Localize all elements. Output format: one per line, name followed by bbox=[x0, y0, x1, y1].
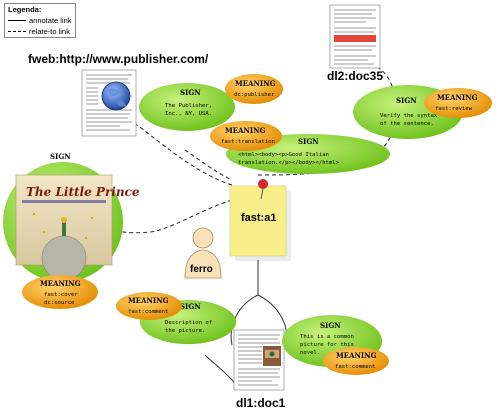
sign-label: SIGN bbox=[298, 137, 319, 146]
link-note-to-doc35 bbox=[257, 61, 397, 176]
pushpin-icon bbox=[258, 179, 268, 189]
annotation-note bbox=[229, 179, 291, 261]
legend-annotate-row: annotate link bbox=[8, 16, 72, 25]
meaning-label: MEANING bbox=[437, 93, 478, 102]
doc35-document bbox=[329, 4, 381, 69]
meaning-label: MEANING bbox=[128, 296, 169, 305]
note-label: fast:a1 bbox=[241, 212, 277, 224]
book-title: The Little Prince bbox=[26, 185, 140, 199]
dashed-line-swatch bbox=[8, 31, 26, 32]
cover-meaning-line1: fast:cover bbox=[44, 292, 78, 298]
common-meaning: fast:comment bbox=[335, 364, 375, 370]
common-text-line1: This is a common bbox=[300, 334, 354, 340]
review-meaning: fast:review bbox=[435, 106, 473, 112]
doc1-label: dl1:doc1 bbox=[236, 396, 286, 410]
desc-meaning: fast:comment bbox=[128, 309, 168, 315]
review-text-line2: of the sentence. bbox=[380, 121, 434, 127]
desc-text-line2: the picture. bbox=[165, 328, 205, 334]
meaning-label: MEANING bbox=[225, 126, 266, 135]
sign-label: SIGN bbox=[180, 88, 201, 97]
publisher-meaning: dc:publisher bbox=[234, 92, 275, 98]
common-text-line3: novel. bbox=[300, 350, 320, 356]
translation-text-line2: translation.</p></body></html> bbox=[238, 160, 340, 166]
desc-text-line1: Description of bbox=[165, 320, 212, 326]
review-text-line1: Verify the syntax bbox=[380, 113, 438, 119]
meaning-label: MEANING bbox=[235, 79, 276, 88]
doc1-document bbox=[233, 329, 285, 391]
translation-sign: SIGN <html><body><p>Good Italian transla… bbox=[210, 121, 390, 174]
publisher-text-line2: Inc., NY, USA. bbox=[165, 111, 212, 117]
translation-meaning: fast:translation bbox=[221, 139, 275, 145]
legend-relate-label: relate-to link bbox=[29, 27, 70, 36]
legend-annotate-label: annotate link bbox=[29, 16, 72, 25]
translation-text-line1: <html><body><p>Good Italian bbox=[238, 152, 329, 158]
description-sign: SIGN Description of the picture. MEANING… bbox=[116, 292, 236, 344]
review-sign: SIGN Verify the syntax of the sentence. … bbox=[353, 85, 492, 139]
link-translation bbox=[184, 149, 233, 181]
book-cover-sign: SIGN The Little Prince MEANING fast:cove… bbox=[3, 152, 140, 309]
user-icon bbox=[184, 227, 222, 279]
user-label: ferro bbox=[190, 264, 213, 275]
meaning-label: MEANING bbox=[336, 351, 377, 360]
legend-box: Legenda: annotate link relate-to link bbox=[4, 3, 76, 38]
legend-title: Legenda: bbox=[8, 5, 42, 14]
highlighted-sentence bbox=[334, 35, 376, 42]
sign-label: SIGN bbox=[320, 321, 341, 330]
cover-meaning-line2: dc:source bbox=[44, 300, 75, 306]
publisher-document bbox=[81, 69, 137, 137]
common-text-line2: picture for this bbox=[300, 342, 354, 348]
common-picture-sign: SIGN This is a common picture for this n… bbox=[282, 315, 389, 375]
solid-line-swatch bbox=[8, 20, 26, 21]
publisher-sign: SIGN The Publisher, Inc., NY, USA. MEANI… bbox=[139, 74, 283, 131]
meaning-label: MEANING bbox=[40, 279, 81, 288]
doc35-label: dl2:doc35 bbox=[327, 69, 384, 83]
sign-label: SIGN bbox=[396, 96, 417, 105]
sign-label: SIGN bbox=[180, 302, 201, 311]
publisher-text-line1: The Publisher, bbox=[165, 103, 212, 109]
legend-relate-row: relate-to link bbox=[8, 27, 72, 36]
sign-label: SIGN bbox=[50, 152, 71, 161]
link-note-to-book bbox=[107, 199, 233, 234]
publisher-doc-label: fweb:http://www.publisher.com/ bbox=[28, 52, 209, 66]
